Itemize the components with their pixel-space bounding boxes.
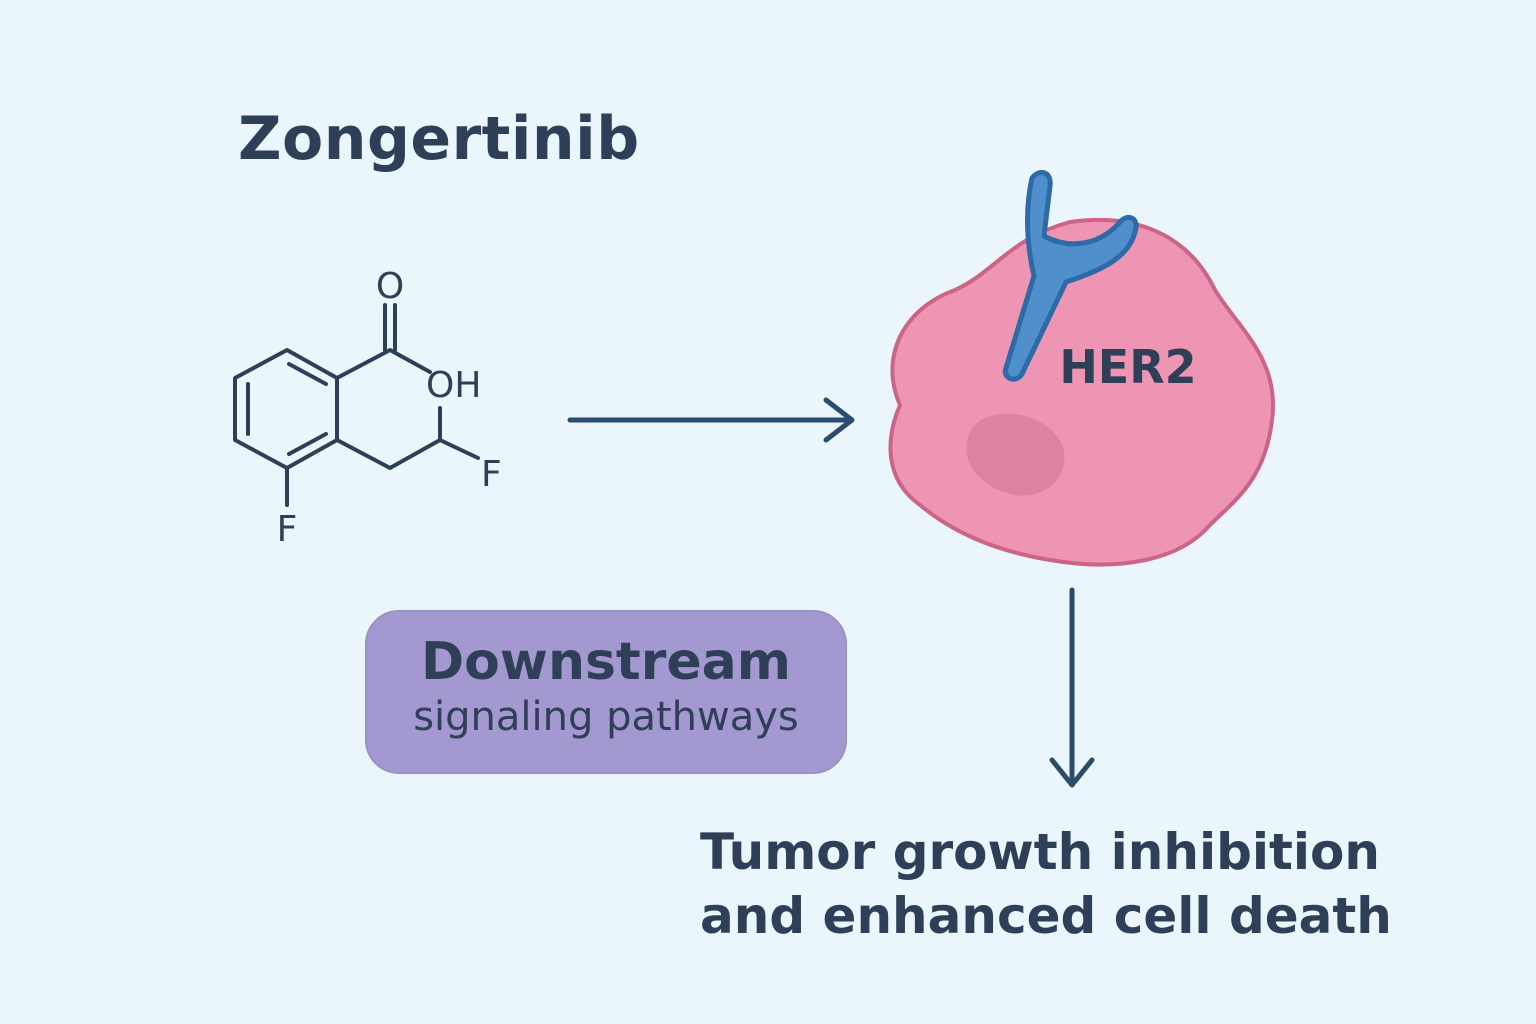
- atom-label-hydroxyl: OH: [426, 365, 481, 406]
- molecule-atom-labels: O OH F F: [277, 266, 502, 550]
- tumor-cell-icon: [888, 217, 1276, 567]
- outcome-line-1: Tumor growth inhibition: [700, 823, 1381, 881]
- outcome-line-2: and enhanced cell death: [700, 887, 1392, 945]
- atom-label-fluorine-right: F: [481, 454, 502, 495]
- pathway-subtitle: signaling pathways: [413, 694, 799, 740]
- atom-label-oxygen: O: [376, 266, 404, 307]
- drug-name-title: Zongertinib: [238, 104, 640, 174]
- molecule-structure-icon: [233, 303, 480, 507]
- outcome-text: Tumor growth inhibition and enhanced cel…: [700, 820, 1392, 948]
- cell-nucleus: [966, 413, 1065, 496]
- downstream-pathway-box: Downstream signaling pathways: [365, 610, 847, 774]
- atom-label-fluorine-bottom: F: [277, 509, 298, 550]
- arrow-to-cell: [567, 397, 855, 443]
- receptor-label: HER2: [1059, 340, 1196, 394]
- arrow-to-outcome: [1049, 587, 1095, 788]
- her2-receptor-icon: [1002, 169, 1139, 382]
- pathway-title: Downstream: [421, 632, 791, 692]
